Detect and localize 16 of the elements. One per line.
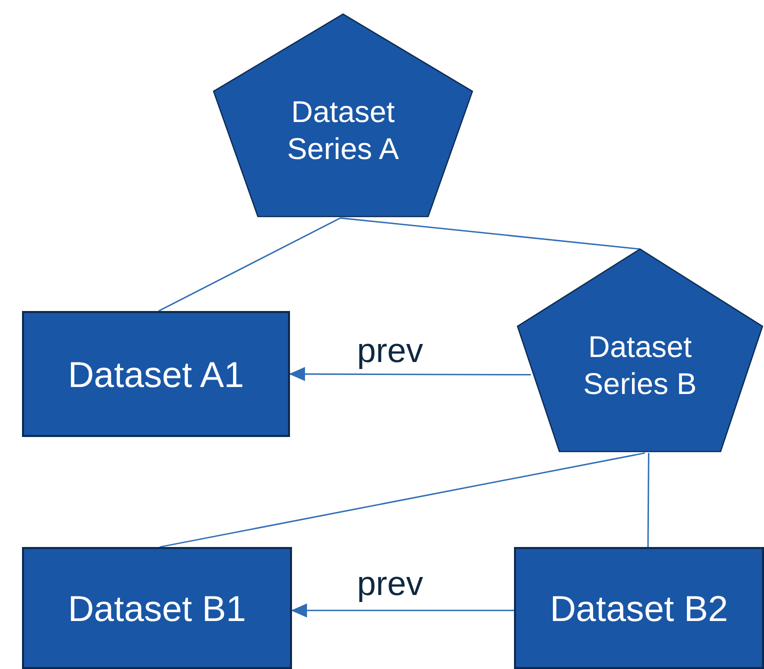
process-box <box>514 547 764 669</box>
connector-line <box>340 217 640 250</box>
process-box <box>22 311 290 437</box>
arrow <box>291 603 514 618</box>
connector-line <box>647 453 650 547</box>
connector-line <box>158 217 341 312</box>
pentagon-node <box>516 247 764 453</box>
arrow <box>289 367 531 382</box>
process-box <box>22 547 292 669</box>
node-label: Dataset Series B <box>582 330 698 403</box>
connector-line <box>160 452 646 548</box>
node-label: Dataset Series A <box>286 94 400 168</box>
pentagon-node <box>212 12 474 218</box>
node-label: Dataset B1 <box>68 586 246 630</box>
node-label: Dataset A1 <box>68 352 244 396</box>
node-label: Dataset B2 <box>550 586 728 630</box>
